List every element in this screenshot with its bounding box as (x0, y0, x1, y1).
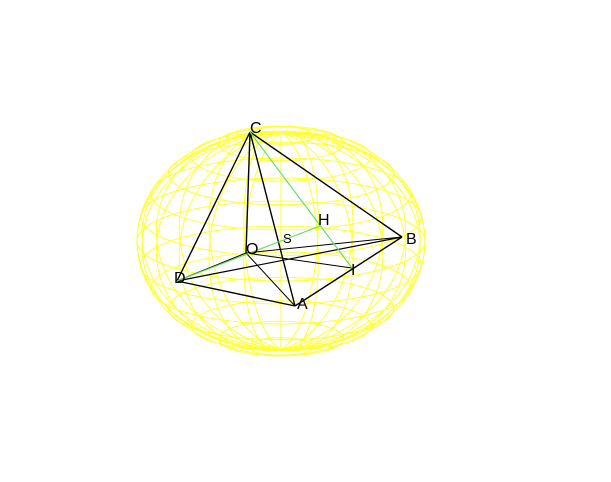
sphere-longitude (155, 131, 282, 350)
label-S: S (283, 231, 292, 246)
sphere-longitude (280, 130, 319, 350)
edge-CA (249, 131, 296, 307)
point-labels: C H S O B I D A (174, 120, 417, 313)
edge-CO (245, 131, 251, 254)
sphere-longitude (178, 131, 282, 350)
label-O: O (246, 241, 258, 258)
pyramid-edges (176, 131, 403, 307)
wireframe-sphere (136, 125, 426, 357)
sphere-longitude (280, 131, 384, 350)
sphere-longitude (243, 130, 282, 350)
label-C: C (250, 120, 262, 137)
label-A: A (297, 296, 308, 313)
edge-OA (245, 252, 296, 307)
label-B: B (406, 231, 417, 248)
label-I: I (351, 262, 355, 279)
edge-CB (249, 131, 403, 238)
sphere-longitude (141, 132, 282, 350)
auxiliary-lines (176, 131, 353, 282)
edge-DA (176, 280, 296, 307)
label-H: H (318, 212, 330, 229)
edge-OI (245, 252, 353, 269)
sphere-longitude (280, 132, 421, 350)
sphere-longitude (280, 132, 384, 351)
sphere-longitude (208, 130, 282, 350)
sphere-longitude (280, 132, 421, 350)
line-CI (249, 131, 353, 269)
sphere-longitude (280, 130, 354, 350)
line-DH (176, 225, 321, 282)
sphere-longitude (280, 132, 354, 352)
edge-OB (245, 236, 403, 254)
sphere-longitude (178, 132, 282, 351)
label-D: D (174, 270, 186, 287)
edge-AB (294, 236, 403, 307)
sphere-longitude (208, 132, 282, 352)
edge-CD (176, 131, 251, 282)
sphere-longitude (280, 132, 407, 351)
sphere-longitude (141, 132, 282, 350)
